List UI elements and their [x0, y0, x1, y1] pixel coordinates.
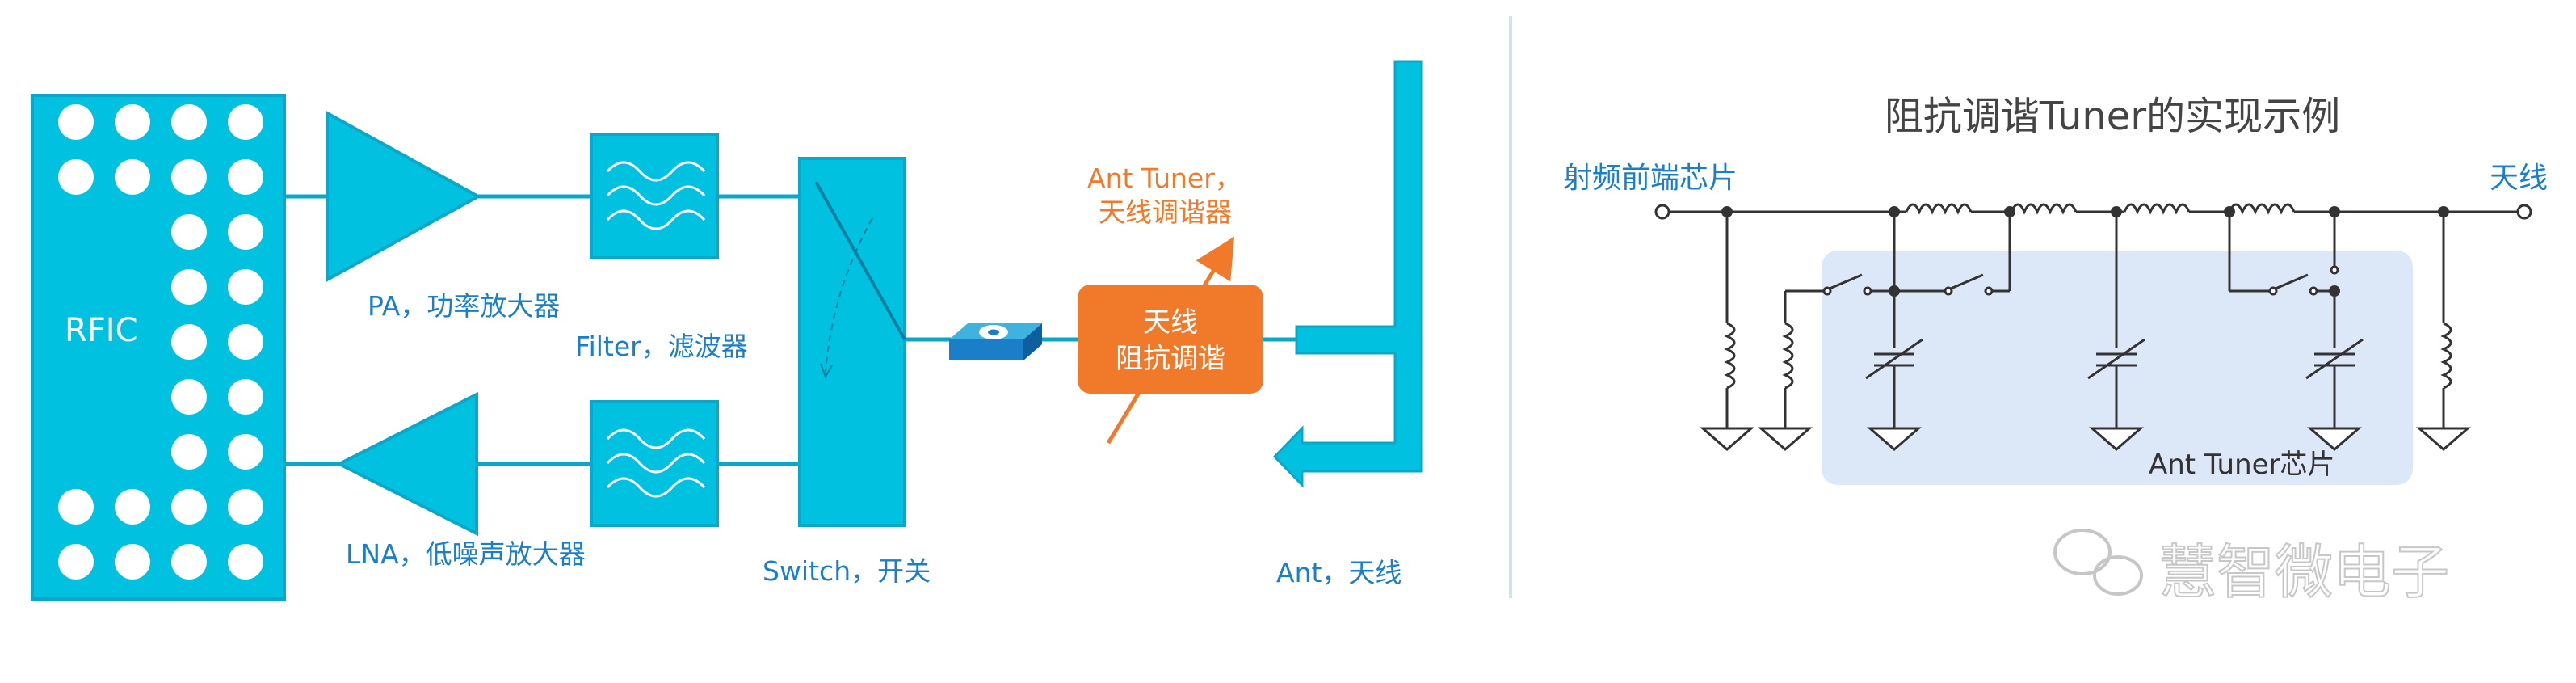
right-title: 阻抗调谐Tuner的实现示例 [1885, 94, 2340, 139]
switch-label: Switch，开关 [763, 555, 931, 587]
rfic-label: RFIC [65, 312, 138, 349]
signal-lines [284, 194, 1296, 466]
tuner-box-line1: 天线 [1143, 306, 1198, 339]
tuner-box-line2: 阻抗调谐 [1116, 343, 1225, 375]
filter-top-icon [590, 133, 719, 259]
connector-icon [949, 323, 1042, 360]
chip-label: Ant Tuner芯片 [2149, 449, 2335, 481]
lna-amplifier-icon [335, 391, 478, 537]
ant-tuner-label-line2: 天线调谐器 [1099, 196, 1232, 228]
antenna-icon [1272, 60, 1423, 488]
watermark: 慧智微电子 [2053, 529, 2450, 607]
rf-frontend-label: 射频前端芯片 [1563, 162, 1738, 195]
antenna-text-label: 天线 [2490, 162, 2548, 195]
pa-amplifier-icon [326, 110, 482, 283]
rfic-pins [58, 104, 263, 580]
junction-dots [1721, 206, 2449, 297]
wechat-icon [2053, 529, 2143, 596]
lna-label: LNA，低噪声放大器 [346, 538, 586, 570]
ant-tuner-label-line1: Ant Tuner， [1087, 162, 1242, 194]
filter-label: Filter，滤波器 [575, 331, 748, 362]
ant-label: Ant，天线 [1276, 557, 1401, 588]
tuner-box: 天线 阻抗调谐 [1078, 285, 1263, 394]
rfic-chip: RFIC [31, 94, 286, 601]
pa-label: PA，功率放大器 [368, 290, 560, 322]
watermark-text: 慧智微电子 [2158, 538, 2449, 606]
switch-icon [798, 157, 906, 527]
filter-bottom-icon [590, 400, 719, 527]
